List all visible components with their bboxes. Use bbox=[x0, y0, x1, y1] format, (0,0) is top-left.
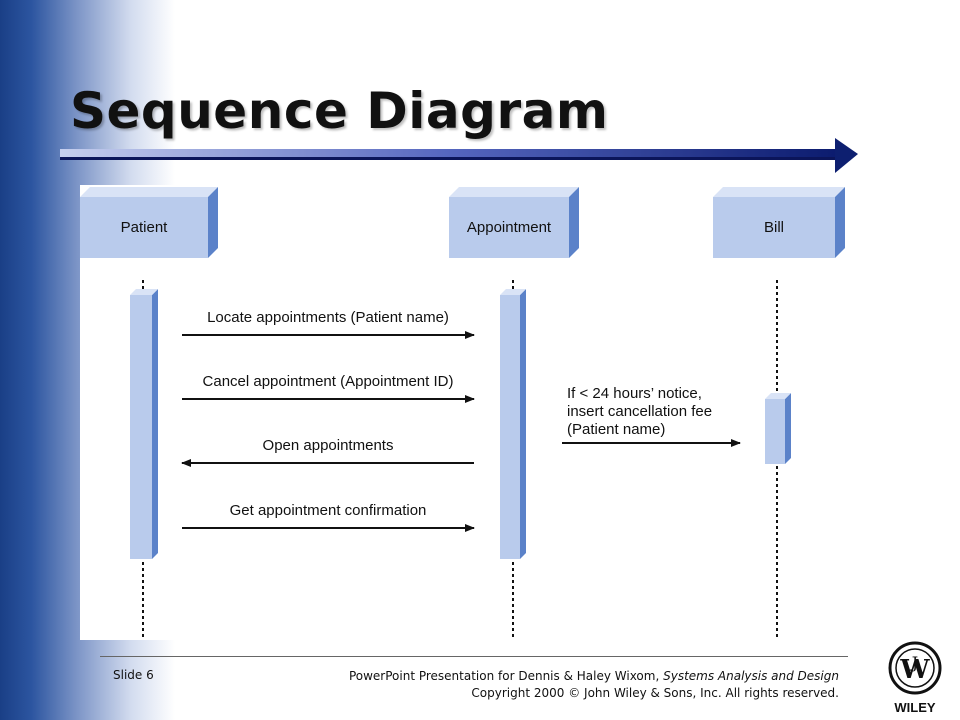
object-box-bill bbox=[713, 187, 845, 258]
condition-note-line-2: insert cancellation fee bbox=[567, 403, 713, 420]
object-label-bill: Bill bbox=[763, 219, 784, 236]
condition-note-line-1: If < 24 hours’ notice, bbox=[567, 385, 702, 402]
activation-bar-patient bbox=[130, 289, 158, 559]
message-label-4: Get appointment confirmation bbox=[229, 502, 427, 519]
slide-number: Slide 6 bbox=[113, 668, 154, 682]
message-label-3: Open appointments bbox=[262, 437, 394, 454]
message-label-1: Locate appointments (Patient name) bbox=[207, 309, 449, 326]
footer-line1-prefix: PowerPoint Presentation for Dennis & Hal… bbox=[348, 669, 664, 683]
footer-book-title: Systems Analysis and Design bbox=[663, 669, 839, 683]
object-label-appointment: Appointment bbox=[466, 219, 552, 236]
object-box-patient bbox=[80, 187, 218, 258]
footer-copyright: PowerPoint Presentation for Dennis & Hal… bbox=[349, 668, 839, 702]
condition-note-line-3: (Patient name) bbox=[567, 421, 666, 438]
activation-bar-appointment bbox=[500, 289, 526, 559]
object-label-patient: Patient bbox=[120, 219, 168, 236]
footer-line2: Copyright 2000 © John Wiley & Sons, Inc.… bbox=[471, 686, 839, 700]
wiley-logo-text: WILEY bbox=[894, 700, 935, 715]
sequence-diagram: Patient Appointment Bill Locate appointm… bbox=[80, 185, 850, 640]
title-underline-arrow bbox=[60, 138, 858, 173]
activation-bar-bill bbox=[765, 393, 791, 464]
footer-divider bbox=[100, 656, 848, 657]
svg-text:W: W bbox=[899, 655, 930, 685]
object-box-appointment bbox=[449, 187, 579, 258]
slide-title: Sequence Diagram bbox=[70, 82, 609, 140]
sequence-diagram-canvas bbox=[80, 187, 845, 640]
svg-text:J: J bbox=[910, 653, 918, 672]
message-label-2: Cancel appointment (Appointment ID) bbox=[202, 373, 454, 390]
wiley-logo-icon: W J WILEY bbox=[888, 641, 942, 715]
